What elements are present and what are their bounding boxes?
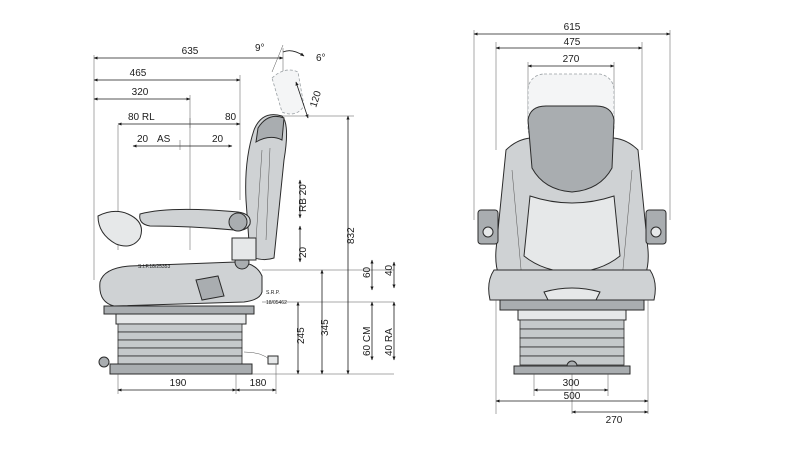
backrest-side [245,114,288,261]
part-code-3: 18/05462 [266,300,287,306]
front-base-plate [513,365,631,375]
front-top-plate [517,309,627,321]
dim-rb-20: RB 20 [298,184,309,212]
dim-as-label: AS [157,134,171,145]
dim-320: 320 [132,87,149,98]
armrest-right-knob [650,226,662,238]
front-cushion-extension [97,210,142,247]
dim-ra-40-label: 40 RA [384,328,395,356]
armrest-pivot [228,212,248,232]
front-view: 615 475 270 [473,22,671,426]
dim-cm-60-top: 60 [362,266,373,278]
dim-270-top: 270 [563,54,580,65]
backrest-inner-contour [523,195,621,273]
armrest-side [139,208,251,231]
dim-80-right: 80 [225,112,237,123]
dim-475: 475 [564,37,581,48]
dim-300: 300 [563,378,580,389]
part-code-2: S.R.P. [266,290,280,296]
dim-angle-6: 6° [316,53,326,64]
height-adjust-knob [98,356,110,368]
dim-615: 615 [564,22,581,33]
side-connector [267,355,279,365]
dim-rb-20-lower: 20 [298,246,309,258]
dim-120: 120 [308,89,324,109]
seat-cushion-front [488,269,656,301]
base-plate [109,363,253,375]
suspension-top-plate [115,313,247,325]
front-rail [499,299,645,311]
dim-ra-40-top: 40 [384,264,395,276]
front-suspension-bellows [519,319,625,366]
dim-80-rl: 80 RL [128,112,155,123]
dim-20-as-right: 20 [212,134,224,145]
seat-side-handle [195,275,225,301]
backrest-recline-box [231,237,257,261]
dim-465: 465 [130,68,147,79]
dim-245: 245 [296,327,307,344]
dim-832: 832 [346,227,357,244]
dim-270-bottom: 270 [606,415,623,426]
dim-angle-9: 9° [255,43,265,54]
dim-190: 190 [170,378,187,389]
seat-cushion-side [99,261,263,307]
part-code-1: S.I.F.18/25353 [138,264,170,270]
headrest-side [255,115,285,143]
seat-front-handle [543,287,601,301]
dim-500: 500 [564,391,581,402]
side-view: 635 9° 6° 465 320 80 RL 80 20 AS 20 120 [93,43,396,394]
dim-635: 635 [182,46,199,57]
dim-cm-60-label: 60 CM [362,327,373,356]
slide-rail [103,305,255,315]
suspension-bellows [117,323,243,365]
armrest-left-knob [482,226,494,238]
dim-180: 180 [250,378,267,389]
dim-20-as-left: 20 [137,134,149,145]
dim-345: 345 [320,319,331,336]
headrest-front [527,105,615,193]
